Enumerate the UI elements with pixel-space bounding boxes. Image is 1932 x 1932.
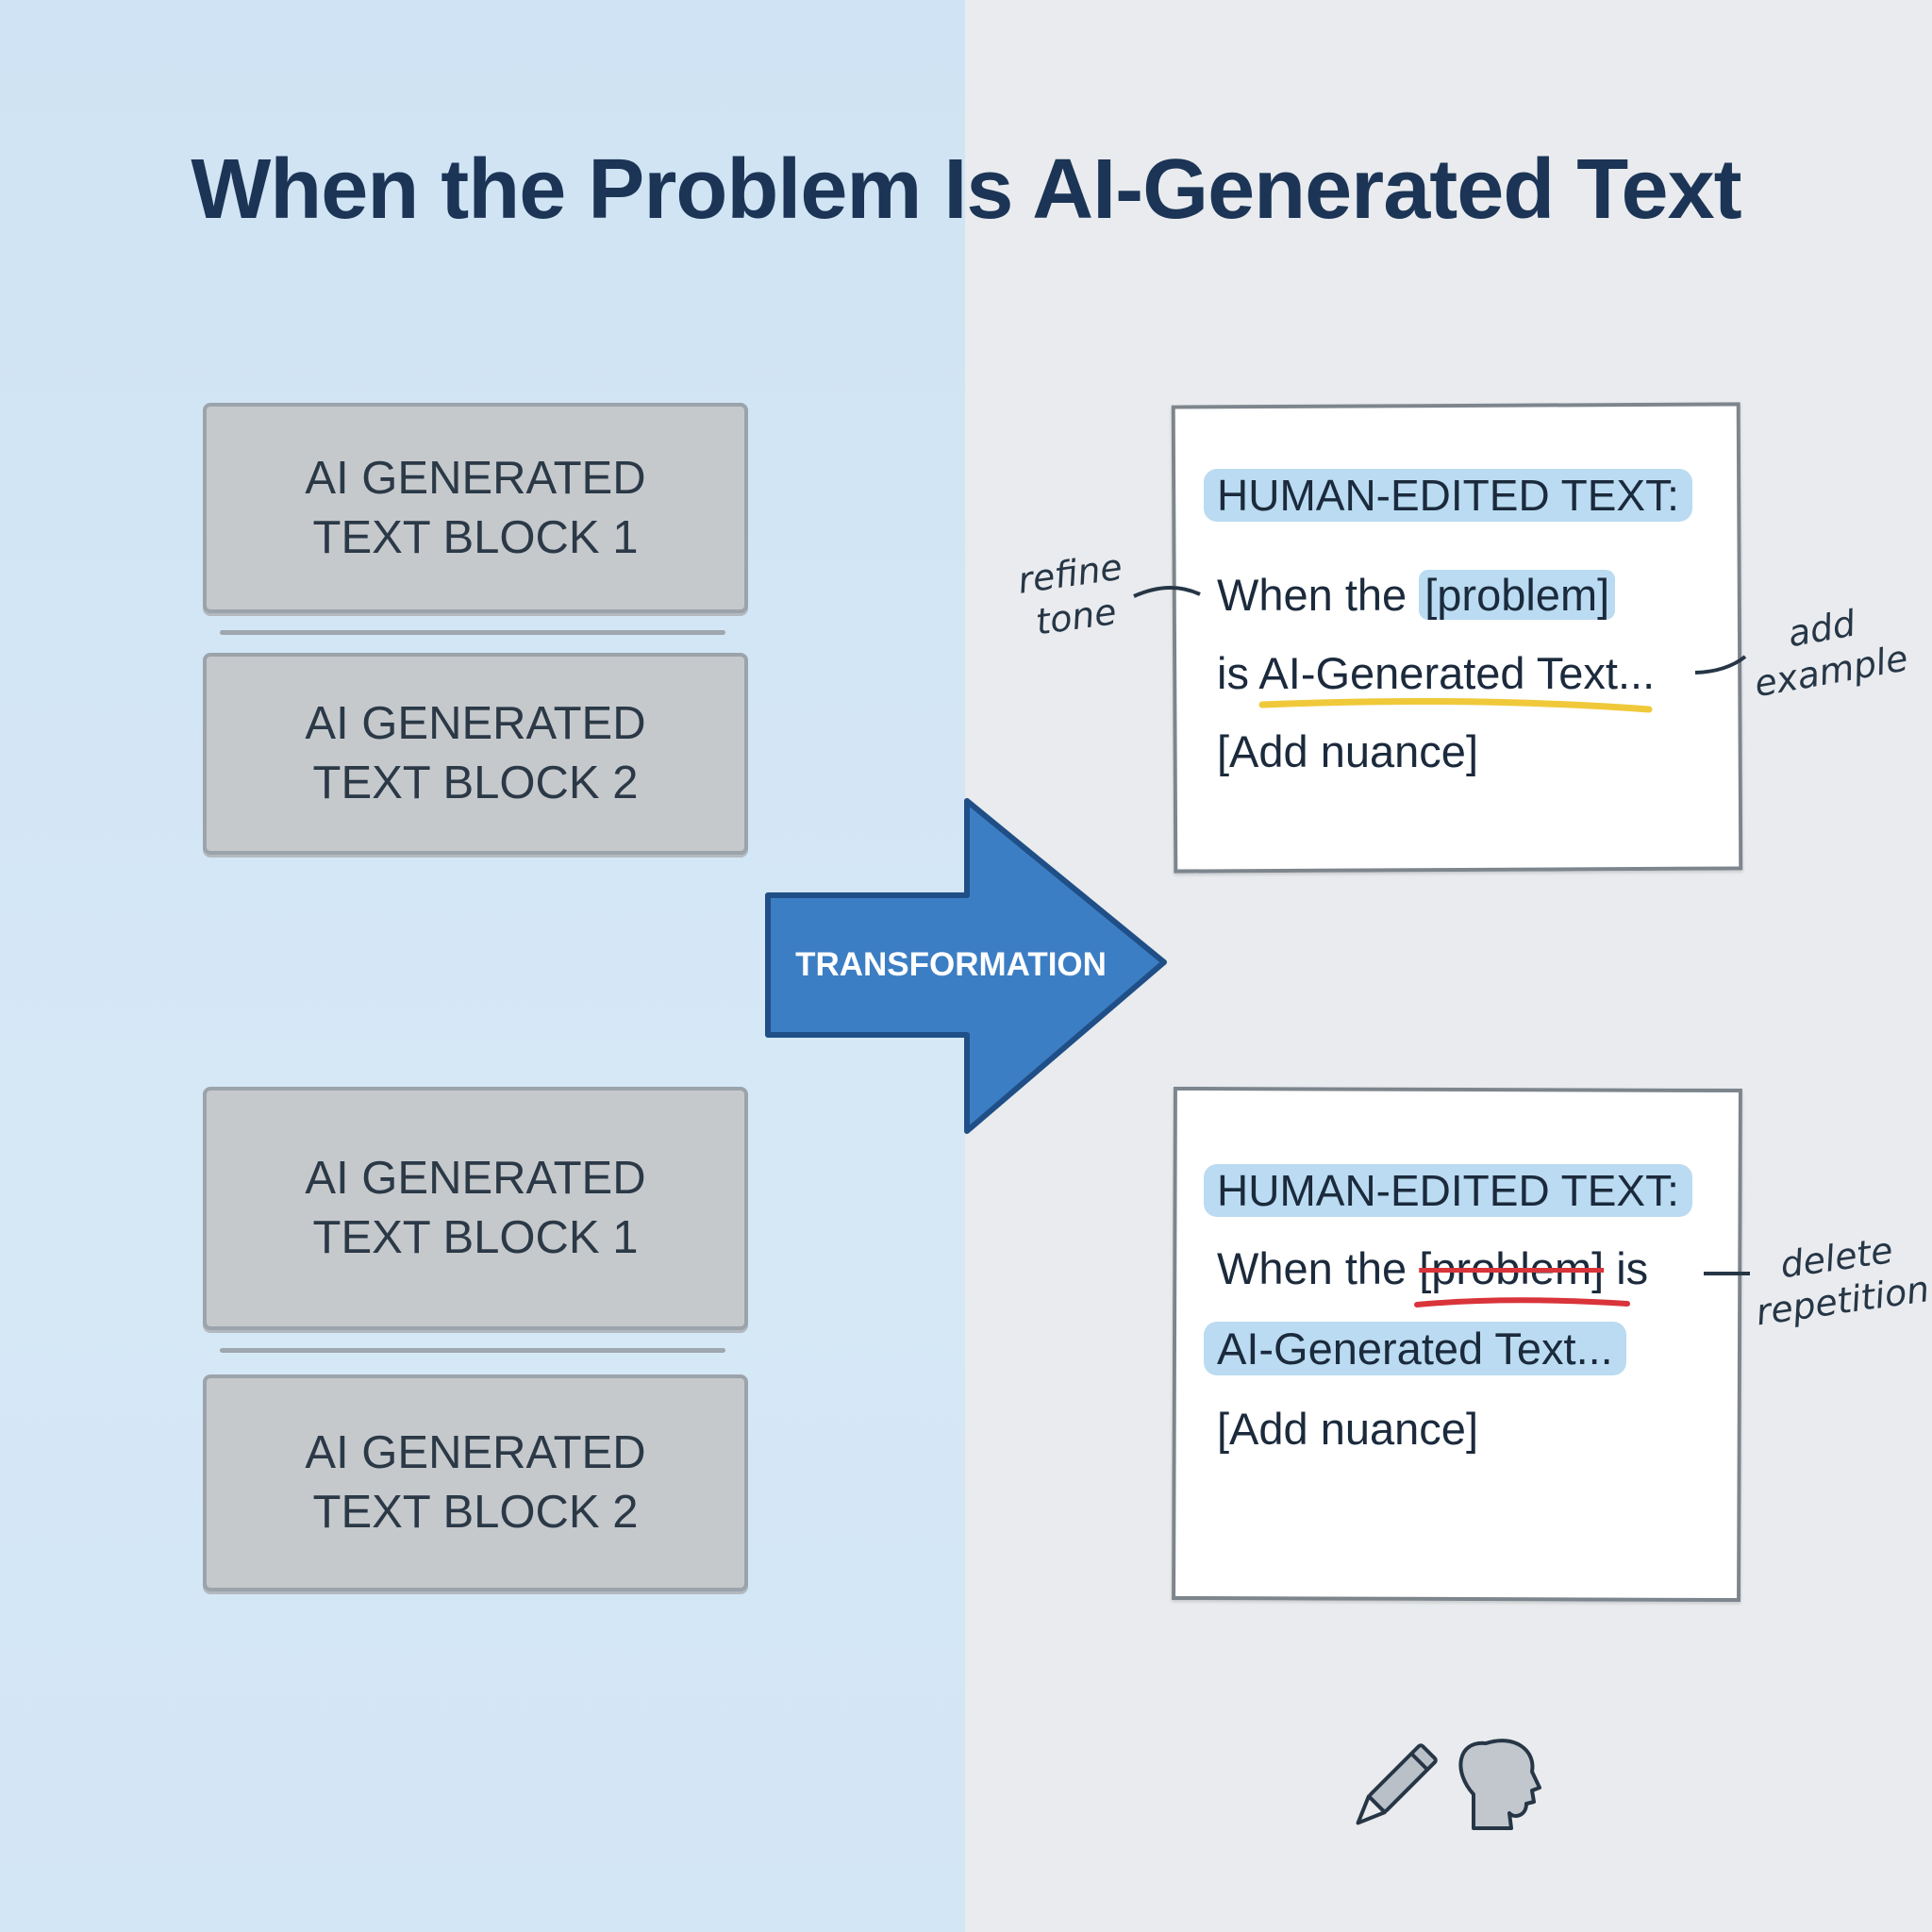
block-line: TEXT BLOCK 1 (312, 511, 639, 563)
ai-text-block: AI GENERATED TEXT BLOCK 1 (203, 403, 748, 613)
card-header-text: HUMAN-EDITED TEXT: (1204, 469, 1692, 522)
card-header: HUMAN-EDITED TEXT: (1204, 469, 1692, 522)
card-header: HUMAN-EDITED TEXT: (1204, 1164, 1692, 1217)
card-line: AI-Generated Text... (1204, 1322, 1626, 1375)
divider (220, 630, 725, 635)
card-line: is AI-Generated Text... (1217, 648, 1656, 698)
card-line: When the [problem] (1217, 569, 1616, 621)
page-title: When the Problem Is AI-Generated Text (191, 142, 1741, 237)
card-line: [Add nuance] (1217, 726, 1478, 776)
text: When the (1217, 1243, 1420, 1293)
card-line: When the [problem] is (1217, 1242, 1648, 1294)
block-line: AI GENERATED (305, 1427, 646, 1478)
block-line: TEXT BLOCK 2 (312, 1487, 639, 1538)
block-line: AI GENERATED (305, 1153, 646, 1204)
transformation-arrow (765, 798, 1167, 1134)
ai-text-block: AI GENERATED TEXT BLOCK 1 (203, 1087, 748, 1330)
block-line: AI GENERATED (305, 698, 646, 749)
card-line: [Add nuance] (1217, 1404, 1478, 1454)
struck-word: [problem] (1419, 1243, 1605, 1293)
block-line: TEXT BLOCK 1 (312, 1212, 639, 1263)
ai-text-block: AI GENERATED TEXT BLOCK 2 (203, 1374, 748, 1591)
highlighted-line: AI-Generated Text... (1204, 1322, 1626, 1375)
divider (220, 1348, 725, 1353)
arrow-label: TRANSFORMATION (795, 946, 1107, 983)
highlighted-word: [problem] (1419, 570, 1616, 620)
block-line: AI GENERATED (305, 452, 646, 504)
text: is (1604, 1243, 1649, 1293)
text: When the (1217, 570, 1420, 620)
ai-text-block: AI GENERATED TEXT BLOCK 2 (203, 653, 748, 855)
block-line: TEXT BLOCK 2 (312, 758, 639, 808)
card-header-text: HUMAN-EDITED TEXT: (1204, 1164, 1692, 1217)
